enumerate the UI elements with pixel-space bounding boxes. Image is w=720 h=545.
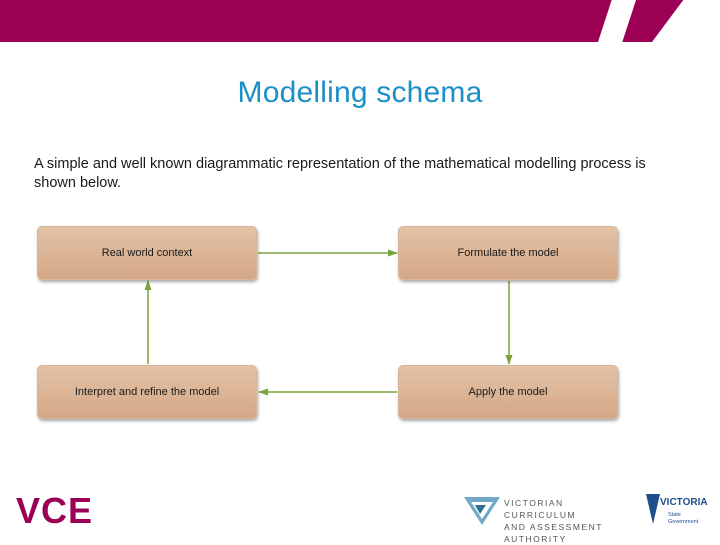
vcaa-logo: VICTORIAN CURRICULUM AND ASSESSMENT AUTH…	[462, 493, 627, 544]
slide-title: Modelling schema	[237, 76, 483, 109]
victoria-logo: VICTORIA State Government	[646, 494, 708, 525]
intro-text: A simple and well known diagrammatic rep…	[34, 156, 646, 191]
vcaa-mark-icon	[464, 497, 500, 525]
vcaa-text: VICTORIAN CURRICULUM AND ASSESSMENT AUTH…	[504, 498, 603, 544]
svg-text:VICTORIA: VICTORIA	[660, 497, 708, 508]
vce-logo: VCE	[16, 490, 94, 531]
node-interpret-and-refine: Interpret and refine the model	[37, 365, 257, 419]
header-bar	[0, 0, 720, 42]
svg-text:State: State	[668, 512, 681, 518]
svg-text:Government: Government	[668, 519, 699, 525]
node-apply-the-model: Apply the model	[398, 365, 618, 419]
node-real-world-context: Real world context	[37, 226, 257, 280]
node-formulate-the-model: Formulate the model	[398, 226, 618, 280]
